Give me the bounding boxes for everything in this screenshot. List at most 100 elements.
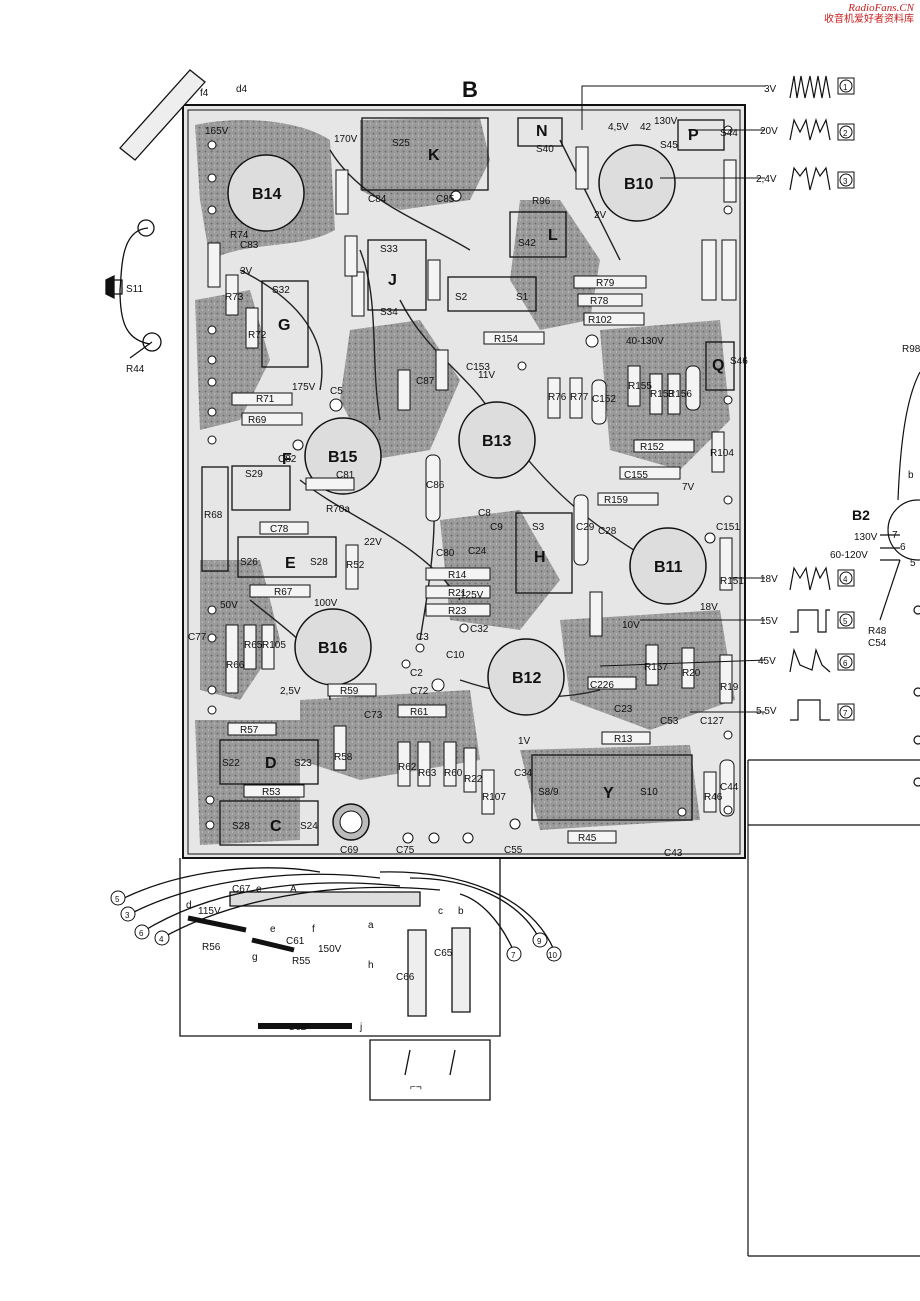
voltage-label: 100V	[314, 598, 338, 609]
component-label: R22	[464, 774, 483, 785]
component-label: R13	[614, 734, 633, 745]
lower-label: a	[368, 920, 374, 931]
component-label: C9	[490, 522, 503, 533]
component-label: R21	[448, 588, 467, 599]
module-j: J	[388, 272, 397, 289]
lower-label: e	[270, 924, 276, 935]
watermark: RadioFans.CN 收音机爱好者资料库	[824, 2, 914, 26]
lower-label: 115V	[198, 906, 221, 917]
component-label: R72	[248, 330, 267, 341]
module-f: F	[282, 451, 292, 468]
wave-voltage: 20V	[760, 126, 778, 137]
component-bodies	[207, 146, 737, 844]
right-label: R48	[868, 626, 887, 637]
solder-pads	[205, 125, 733, 844]
terminal-label: 10	[548, 951, 557, 960]
terminal-label: 6	[139, 929, 144, 938]
switch-label: S26	[240, 557, 258, 568]
component-label: R157	[644, 662, 668, 673]
switch-label: S3	[532, 522, 545, 533]
lower-component-labels: C67 e A d 115V R56 e f C61 150V g R55 a …	[186, 884, 464, 1033]
component-label: R105	[262, 640, 286, 651]
tube-b13: B13	[482, 433, 511, 450]
right-label: 130V	[854, 532, 878, 543]
wave-number: 7	[843, 709, 848, 718]
resistor-label: R44	[126, 364, 145, 375]
wave-voltage: 18V	[760, 574, 778, 585]
switch-label: S46	[730, 356, 748, 367]
terminal-label: 5	[115, 895, 120, 904]
component-label: R78	[590, 296, 609, 307]
component-label: R77	[570, 392, 589, 403]
voltage-labels: 165V 170V 175V 130V 42 4,5V 2V 3V 11V 7V…	[205, 116, 718, 747]
component-label: R76	[548, 392, 567, 403]
component-label: R66	[226, 660, 245, 671]
component-label: C44	[720, 782, 739, 793]
module-p: P	[688, 127, 699, 144]
component-label: R73	[225, 292, 244, 303]
lower-terminals	[110, 890, 562, 962]
component-label: R153	[650, 389, 674, 400]
voltage-label: 18V	[700, 602, 718, 613]
component-label: C55	[504, 845, 523, 856]
wave-number: 2	[843, 129, 848, 138]
component-label: C24	[468, 546, 487, 557]
switch-label: S33	[380, 244, 398, 255]
voltage-label: 2,5V	[280, 686, 301, 697]
wave-voltage: 45V	[758, 656, 776, 667]
component-label: C153	[466, 362, 490, 373]
switch-label: S8/9	[538, 787, 559, 798]
switch-label: S28	[232, 821, 250, 832]
component-label: R102	[588, 315, 612, 326]
voltage-label: 3V	[240, 266, 253, 277]
component-label: R14	[448, 570, 467, 581]
component-label: C53	[660, 716, 679, 727]
lower-label: 150V	[318, 944, 342, 955]
component-label: R96	[532, 196, 551, 207]
switch-label: S10	[640, 787, 658, 798]
right-label: R98	[902, 344, 920, 355]
lower-label: g	[252, 952, 258, 963]
switch-label: S34	[380, 307, 398, 318]
component-label: R63	[418, 768, 437, 779]
component-label: C2	[410, 668, 423, 679]
lower-label: A	[290, 884, 297, 895]
component-label: C32	[470, 624, 489, 635]
switch-label: S25	[392, 138, 410, 149]
switch-label: S42	[518, 238, 536, 249]
scope-labels: 3V 20V 2,4V 18V 15V 45V 5,5V	[756, 84, 778, 717]
right-labels: R98 b B2 130V 60-120V R48 C54 7 6 5	[830, 344, 920, 649]
voltage-label: 125V	[460, 590, 484, 601]
component-label: C81	[336, 470, 355, 481]
component-label: R65	[244, 640, 263, 651]
voltage-label: 22V	[364, 537, 382, 548]
voltage-label: 42	[640, 122, 652, 133]
wave-number-badges	[837, 77, 855, 721]
component-label: C5	[330, 386, 343, 397]
switch-label: S32	[272, 285, 290, 296]
switch-label: S28	[310, 557, 328, 568]
lower-label: C61	[286, 936, 305, 947]
lower-label: f	[312, 924, 315, 935]
component-label: R46	[704, 792, 723, 803]
component-label: R152	[640, 442, 664, 453]
component-label: C155	[624, 470, 648, 481]
component-label: C84	[368, 194, 387, 205]
switch-labels: S25 S40 S45 S44 S42 S33 S32 S34 S2 S1 S2…	[222, 128, 748, 832]
wave-number: 6	[843, 659, 848, 668]
terminal-label: 7	[511, 951, 516, 960]
connector-symbol: ⌐¬	[410, 1082, 422, 1093]
component-label: R67	[274, 587, 293, 598]
right-label: 7	[892, 530, 898, 541]
right-partial-schematic	[747, 371, 920, 1257]
tube-b14: B14	[252, 186, 281, 203]
voltage-label: 1V	[518, 736, 531, 747]
switch-label: S1	[516, 292, 529, 303]
component-label: C23	[614, 704, 633, 715]
component-label: C8	[478, 508, 491, 519]
watermark-subtitle: 收音机爱好者资料库	[824, 14, 914, 25]
switch-label: S40	[536, 144, 554, 155]
module-q: Q	[712, 357, 724, 374]
voltage-label: 10V	[622, 620, 640, 631]
